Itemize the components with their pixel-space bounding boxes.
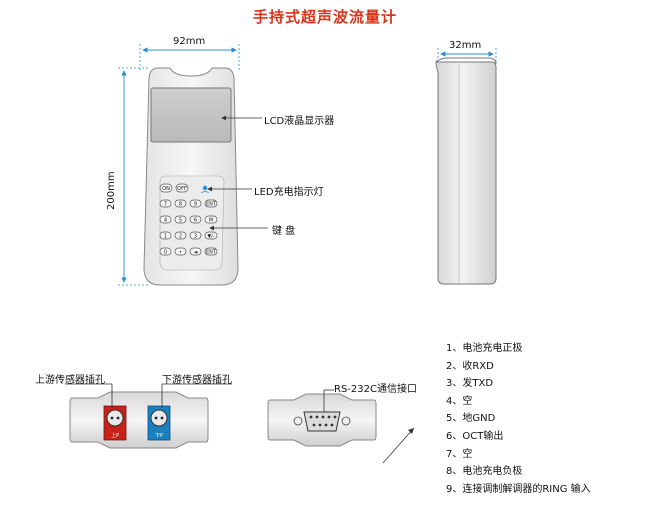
pin-item: 5、地GND [446, 413, 496, 425]
lcd-screen [150, 87, 232, 143]
key-row-3: 4 5 6 M [159, 215, 218, 224]
key-down-minus[interactable]: ▼/- [204, 231, 218, 240]
depth-label: 32mm [449, 40, 482, 51]
svg-text:ENT: ENT [206, 250, 217, 256]
svg-text:◄: ◄ [194, 250, 198, 256]
depth-dimension [437, 48, 497, 62]
key-2[interactable]: 2 [174, 231, 187, 240]
led-label: LED充电指示灯 [254, 187, 324, 198]
key-ent[interactable]: ENT [204, 199, 218, 208]
key-menu[interactable]: M [204, 215, 218, 224]
svg-text:0: 0 [164, 250, 167, 256]
key-row-4: 1 2 3 ▼/- [159, 231, 218, 240]
downstream-socket[interactable]: 下P [147, 405, 171, 441]
pin-item: 9、连接调制解调器的RING 输入 [446, 483, 591, 495]
svg-text:2: 2 [179, 234, 182, 240]
height-dimension [118, 67, 150, 286]
key-8[interactable]: 8 [174, 199, 187, 208]
key-9[interactable]: 9 [189, 199, 202, 208]
svg-text:•: • [179, 250, 182, 256]
pin-item: 2、收RXD [446, 360, 494, 372]
width-label: 92mm [173, 36, 206, 47]
svg-text:9: 9 [194, 202, 197, 208]
key-on[interactable]: ON [159, 183, 173, 193]
pin-item: 1、电池充电正极 [446, 343, 523, 354]
lcd-label: LCD液晶显示器 [264, 116, 335, 127]
key-enter[interactable]: ENT [204, 247, 218, 256]
upstream-socket[interactable]: 上P [103, 405, 127, 441]
svg-text:▼/-: ▼/- [207, 234, 215, 240]
device-side-view [435, 57, 497, 285]
page-title: 手持式超声波流量计 [252, 8, 397, 26]
svg-text:下P: 下P [155, 433, 163, 439]
key-row-5: 0 • ◄ ENT [159, 247, 218, 256]
key-6[interactable]: 6 [189, 215, 202, 224]
key-3[interactable]: 3 [189, 231, 202, 240]
key-off[interactable]: OFF [175, 183, 189, 193]
svg-text:8: 8 [179, 202, 182, 208]
pin-item: 4、空 [446, 395, 473, 407]
key-5[interactable]: 5 [174, 215, 187, 224]
svg-text:ENT: ENT [206, 202, 217, 208]
height-label: 200mm [106, 171, 117, 210]
svg-text:ON: ON [162, 186, 170, 192]
svg-text:7: 7 [164, 202, 167, 208]
width-dimension [139, 44, 240, 70]
keyboard-label: 键 盘 [272, 226, 296, 237]
svg-text:OFF: OFF [177, 186, 187, 192]
svg-text:6: 6 [194, 218, 197, 224]
led-indicator [202, 185, 208, 191]
key-dot[interactable]: • [174, 247, 187, 256]
key-0[interactable]: 0 [159, 247, 172, 256]
svg-text:5: 5 [179, 218, 182, 224]
downstream-socket-label: 下游传感器插孔 [162, 375, 232, 386]
pinout-arrow [382, 427, 415, 464]
rs232-label: RS-232C通信接口 [334, 384, 417, 395]
key-4[interactable]: 4 [159, 215, 172, 224]
key-7[interactable]: 7 [159, 199, 172, 208]
svg-text:上P: 上P [111, 432, 119, 439]
svg-text:M: M [209, 218, 213, 224]
sensor-socket-panel: 上P 下P [69, 391, 209, 449]
upstream-socket-label: 上游传感器插孔 [35, 375, 105, 386]
svg-text:3: 3 [194, 234, 197, 240]
key-1[interactable]: 1 [159, 231, 172, 240]
rs232-port-panel [267, 393, 377, 447]
svg-text:1: 1 [164, 234, 167, 240]
key-row-2: 7 8 9 ENT [159, 199, 218, 208]
pin-item: 8、电池充电负极 [446, 466, 523, 478]
svg-text:4: 4 [164, 218, 167, 224]
keypad: ON OFF 7 8 9 ENT 4 5 6 M 1 2 3 ▼/- 0 • ◄ [159, 183, 218, 256]
pin-item: 6、OCT输出 [446, 430, 504, 442]
key-back[interactable]: ◄ [189, 247, 202, 256]
pin-item: 7、空 [446, 448, 473, 460]
db9-connector[interactable] [293, 411, 351, 432]
pin-item: 3、发TXD [446, 378, 494, 390]
pinout-list: 1、电池充电正极 2、收RXD 3、发TXD 4、空 5、地GND 6、OCT输… [446, 340, 591, 498]
